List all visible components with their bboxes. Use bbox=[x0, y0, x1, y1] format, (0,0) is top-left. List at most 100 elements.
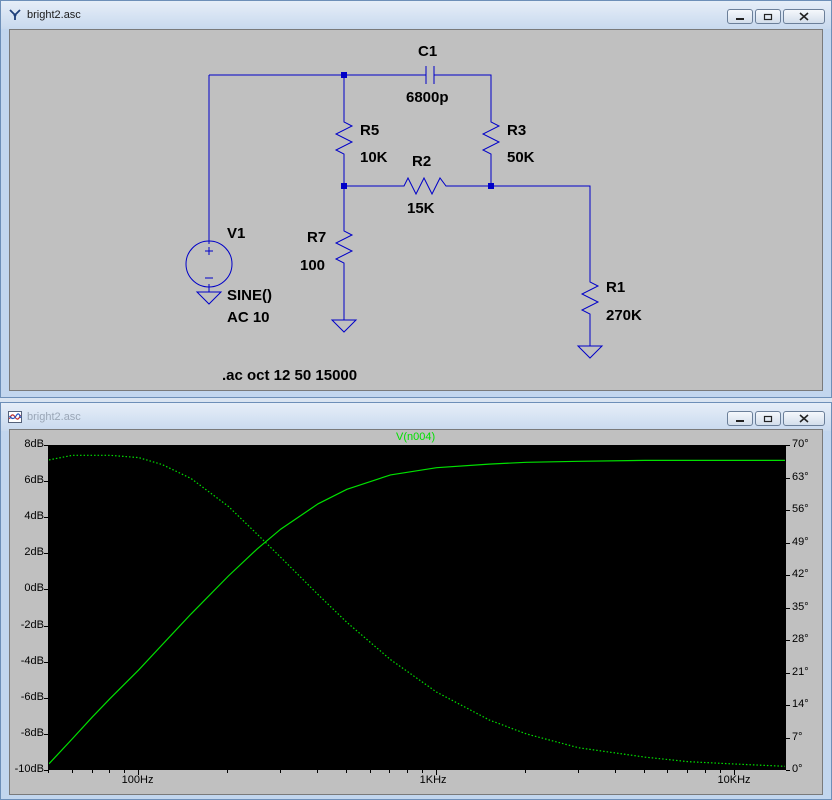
ground-symbol bbox=[195, 291, 223, 305]
ground-symbol bbox=[576, 345, 604, 359]
minimize-button[interactable] bbox=[727, 9, 753, 24]
r3-name-label: R3 bbox=[507, 122, 527, 139]
minimize-button[interactable] bbox=[727, 411, 753, 426]
y-left-tick-label: -2dB bbox=[20, 618, 44, 631]
y-left-tick-label: -10dB bbox=[14, 763, 44, 775]
y-right-tick-label: 56° bbox=[792, 503, 809, 515]
c1-value-label: 6800p bbox=[406, 89, 449, 106]
capacitor-c1 bbox=[425, 66, 435, 84]
y-left-tick-label: -4dB bbox=[20, 654, 44, 667]
x-tick-label: 1KHz bbox=[419, 774, 447, 786]
r5-name-label: R5 bbox=[360, 122, 380, 139]
r2-value-label: 15K bbox=[407, 200, 435, 217]
plot-canvas[interactable] bbox=[48, 445, 786, 770]
x-tick-mark bbox=[124, 770, 126, 773]
y-left-tick-mark bbox=[44, 733, 48, 735]
r3-value-label: 50K bbox=[507, 149, 535, 166]
y-left-tick-mark bbox=[44, 445, 48, 446]
x-tick-mark bbox=[48, 770, 49, 773]
y-left-tick-label: -8dB bbox=[20, 726, 44, 739]
y-right-tick-mark bbox=[786, 542, 790, 544]
resistor-r7 bbox=[334, 227, 354, 276]
resistor-r1 bbox=[580, 278, 600, 328]
minimize-icon bbox=[736, 419, 744, 422]
close-button[interactable] bbox=[783, 9, 825, 24]
plus-sign bbox=[205, 247, 213, 255]
trace-title[interactable]: V(n004) bbox=[396, 431, 436, 443]
x-tick-label: 10KHz bbox=[717, 774, 751, 786]
x-tick-mark bbox=[643, 770, 645, 773]
x-tick-mark bbox=[108, 770, 110, 773]
ltspice-schematic-icon bbox=[9, 9, 21, 20]
schematic-titlebar[interactable]: bright2.asc bbox=[1, 1, 831, 29]
ground-symbol bbox=[330, 319, 358, 333]
y-right-tick-mark bbox=[786, 477, 790, 479]
x-tick-mark bbox=[369, 770, 371, 773]
wire bbox=[434, 74, 492, 118]
spice-directive[interactable]: .ac oct 12 50 15000 bbox=[222, 367, 358, 384]
y-left-tick-label: 8dB bbox=[24, 438, 44, 450]
r1-name-label: R1 bbox=[606, 279, 626, 296]
y-left-tick-mark bbox=[44, 481, 48, 483]
y-left-tick-mark bbox=[44, 661, 48, 663]
x-tick-label: 100Hz bbox=[121, 774, 154, 786]
x-tick-mark bbox=[435, 770, 437, 775]
x-tick-mark bbox=[227, 770, 229, 773]
magnitude-trace[interactable] bbox=[49, 459, 786, 765]
close-button[interactable] bbox=[783, 411, 825, 426]
y-left-tick-mark bbox=[44, 625, 48, 627]
resistor-r5 bbox=[334, 118, 354, 160]
plot-titlebar[interactable]: bright2.asc bbox=[1, 403, 831, 431]
y-right-tick-mark bbox=[786, 575, 790, 576]
schematic-drawing bbox=[185, 66, 604, 359]
y-left-tick-mark bbox=[44, 553, 48, 555]
r7-value-label: 100 bbox=[300, 257, 326, 274]
restore-icon bbox=[763, 13, 773, 20]
y-left-tick-label: -6dB bbox=[20, 690, 44, 703]
y-left-tick-mark bbox=[44, 770, 48, 771]
y-right-tick-mark bbox=[786, 770, 790, 771]
x-tick-mark bbox=[577, 770, 579, 773]
schematic-canvas[interactable]: C1 6800p R5 10K R3 50K R2 15K V1 SINE() … bbox=[9, 29, 823, 391]
waveform-viewer-icon bbox=[8, 411, 22, 423]
v1-name-label: V1 bbox=[227, 225, 246, 242]
y-right-tick-mark bbox=[786, 705, 790, 706]
r7-name-label: R7 bbox=[307, 229, 327, 246]
r1-value-label: 270K bbox=[606, 307, 642, 324]
minimize-icon bbox=[736, 17, 744, 20]
resistor-r2 bbox=[400, 176, 450, 196]
phase-trace[interactable] bbox=[49, 454, 786, 767]
voltage-source-v1 bbox=[185, 240, 233, 288]
x-tick-mark bbox=[389, 770, 391, 773]
v1-ac-label: AC 10 bbox=[227, 309, 270, 326]
y-right-tick-label: 49° bbox=[792, 535, 809, 548]
x-tick-mark bbox=[345, 770, 347, 773]
y-right-tick-mark bbox=[786, 737, 790, 739]
y-right-tick-label: 14° bbox=[792, 698, 809, 710]
restore-button[interactable] bbox=[755, 9, 781, 24]
x-tick-mark bbox=[421, 770, 423, 773]
y-right-tick-label: 42° bbox=[792, 568, 809, 580]
schematic-window[interactable]: bright2.asc bbox=[0, 0, 832, 398]
x-tick-mark bbox=[71, 770, 73, 773]
restore-button[interactable] bbox=[755, 411, 781, 426]
x-tick-mark bbox=[687, 770, 689, 773]
y-right-tick-label: 35° bbox=[792, 600, 809, 613]
y-left-tick-mark bbox=[44, 697, 48, 699]
x-tick-mark bbox=[406, 770, 408, 773]
x-tick-mark bbox=[614, 770, 616, 773]
y-left-tick-mark bbox=[44, 589, 48, 591]
y-right-tick-label: 70° bbox=[792, 438, 809, 450]
restore-icon bbox=[763, 415, 773, 422]
x-tick-mark bbox=[279, 770, 281, 773]
r5-value-label: 10K bbox=[360, 149, 388, 166]
y-right-tick-label: 21° bbox=[792, 665, 809, 678]
y-left-tick-label: 6dB bbox=[24, 474, 44, 487]
y-right-tick-mark bbox=[786, 445, 790, 446]
plot-title: bright2.asc bbox=[27, 411, 81, 423]
y-right-tick-mark bbox=[786, 607, 790, 609]
y-left-tick-mark bbox=[44, 517, 48, 519]
junction-dot bbox=[341, 183, 347, 189]
